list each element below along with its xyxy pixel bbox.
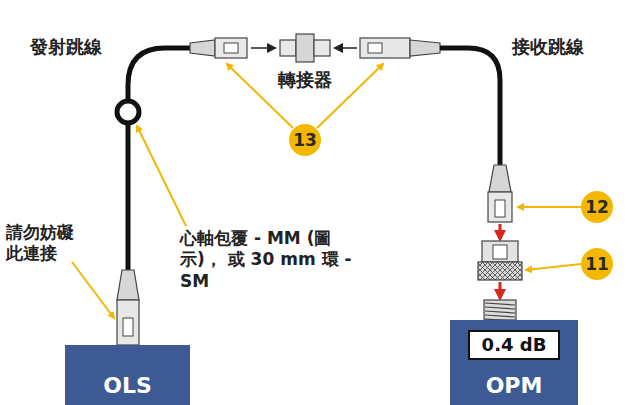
mating-arrow <box>251 47 275 49</box>
leader-line <box>137 126 186 226</box>
adapter-left <box>280 40 296 56</box>
port-thread <box>485 303 515 321</box>
leader-line <box>72 262 114 318</box>
box-text: OPM <box>486 373 543 399</box>
callout-number: 13 <box>289 124 321 156</box>
receive-end-body <box>488 192 512 222</box>
launch-connector-ferrule <box>224 43 238 53</box>
cap-slot <box>493 245 507 259</box>
mandrel-wrap <box>117 101 139 123</box>
callout-circle <box>581 191 613 223</box>
part-label: 接收跳線 <box>512 36 584 59</box>
ols-connector-ferrule <box>123 318 133 336</box>
callout-circle <box>289 124 321 156</box>
ols-connector-boot <box>117 270 139 300</box>
callout-circle <box>581 248 613 280</box>
launch-connector-body <box>215 38 247 58</box>
part-label: 發射跳線 <box>30 36 102 59</box>
mating-arrow <box>335 47 357 49</box>
cap-top <box>482 241 518 262</box>
ols-connector-body <box>117 300 139 345</box>
ols-housing <box>65 345 190 405</box>
note-label: 心軸包覆 - MM (圖示)， 或 30 mm 環 - SM <box>180 228 370 292</box>
cap-knurl <box>478 262 522 280</box>
display-readout: 0.4 dB <box>468 330 560 360</box>
leader-line <box>526 264 581 270</box>
insert-arrow <box>499 224 502 239</box>
insert-arrow <box>499 282 502 298</box>
opm-port <box>484 300 516 320</box>
receive-cable <box>440 48 500 165</box>
callout-number: 11 <box>581 248 613 280</box>
launch-connector-boot <box>190 40 215 56</box>
note-label: 請勿妨礙 此連接 <box>6 222 86 265</box>
receive-end-ferrule <box>495 200 505 217</box>
callout-number: 12 <box>581 191 613 223</box>
opm-housing <box>450 320 578 405</box>
adapter-right <box>314 40 330 56</box>
meter-box: OPM 0.4 dB <box>450 320 578 405</box>
adapter-flange <box>296 34 314 62</box>
receive-connector-ferrule <box>368 43 382 53</box>
box-text: OLS <box>103 373 152 399</box>
leader-line <box>518 206 581 208</box>
receive-connector-body <box>360 38 410 58</box>
receive-connector-boot <box>410 40 440 56</box>
part-label: 轉接器 <box>278 69 332 92</box>
source-box: OLS <box>65 345 190 405</box>
box-text: 0.4 dB <box>482 334 547 356</box>
receive-end-boot <box>489 165 511 192</box>
